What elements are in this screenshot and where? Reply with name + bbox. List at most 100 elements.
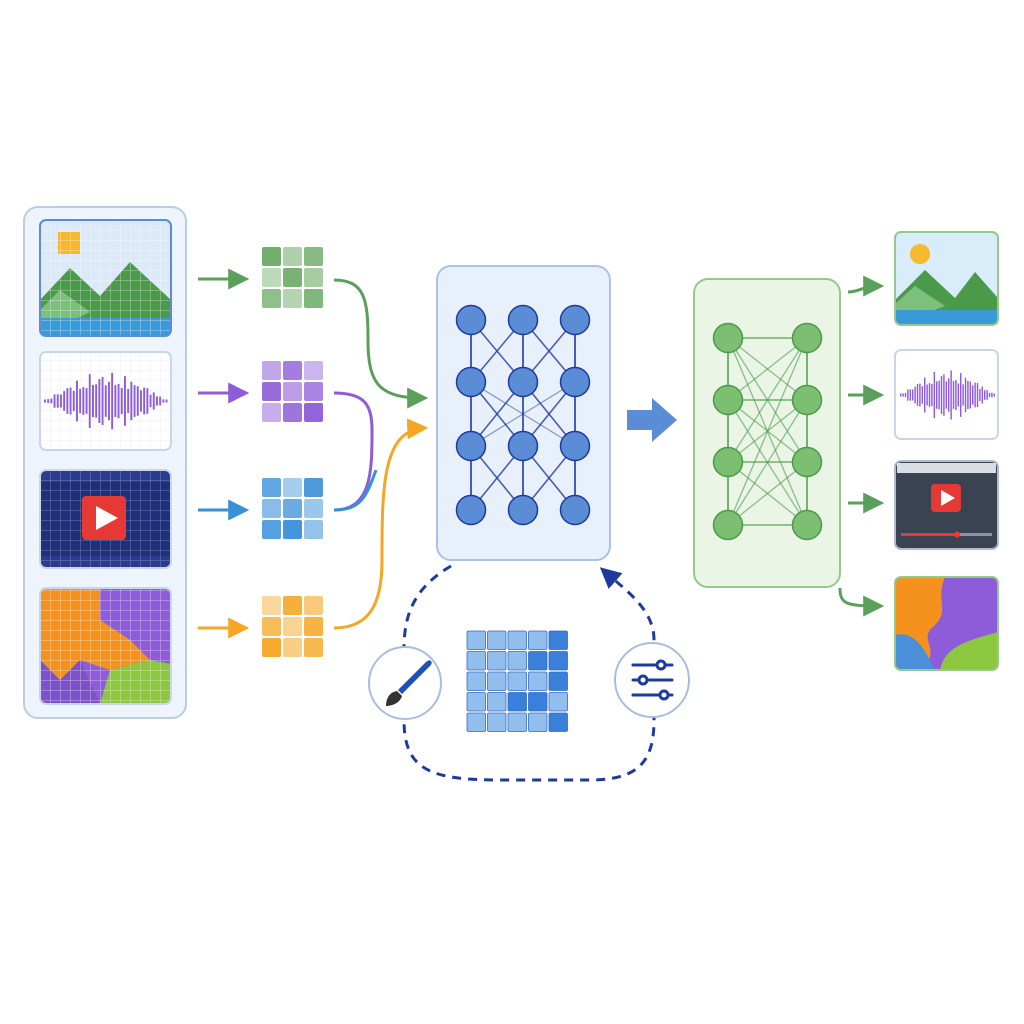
decoder-network	[712, 322, 823, 541]
token-cell	[262, 596, 281, 615]
token-cell	[283, 617, 302, 636]
waveform-bar	[967, 380, 969, 410]
token-cell	[304, 499, 323, 518]
segmentation-map-icon	[39, 587, 172, 705]
token-cell	[304, 382, 323, 401]
decoder-node	[791, 446, 823, 478]
latent-cell	[466, 630, 486, 650]
waveform-bar	[904, 392, 907, 398]
encoder-node	[455, 304, 487, 336]
video-play-icon	[941, 490, 955, 506]
decoder-node	[712, 509, 744, 541]
latent-cell	[507, 712, 527, 732]
decoder-node	[712, 446, 744, 478]
waveform-bar	[972, 385, 974, 405]
encoder-node	[507, 366, 539, 398]
waveform-bar	[964, 377, 967, 413]
latent-cell	[487, 630, 507, 650]
latent-cell	[548, 692, 568, 712]
token-cell	[262, 617, 281, 636]
decoder-edge	[727, 461, 808, 526]
latent-cell	[466, 692, 486, 712]
encoder-node	[507, 430, 539, 462]
waveform-bar	[960, 373, 962, 417]
encoder-node	[507, 494, 539, 526]
decoder-node	[712, 384, 744, 416]
sliders-button[interactable]	[614, 642, 690, 718]
connector-image-tokens	[333, 278, 429, 409]
waveform-bar	[952, 381, 955, 409]
encoder-network	[455, 304, 591, 526]
token-cell	[283, 638, 302, 657]
encoder-node	[455, 366, 487, 398]
token-cell	[262, 247, 281, 266]
latent-cell	[548, 651, 568, 671]
waveform-bar	[993, 393, 996, 397]
token-cell	[283, 247, 302, 266]
token-cell	[304, 617, 323, 636]
sun-icon	[910, 244, 930, 264]
waveform-bar	[914, 386, 916, 404]
encoder-node	[559, 494, 591, 526]
waveform-bar	[957, 383, 960, 407]
latent-cell	[548, 630, 568, 650]
landscape-image-icon	[894, 231, 999, 326]
waveform-bar	[945, 381, 948, 409]
waveform-bar	[907, 389, 909, 401]
waveform-bar	[909, 389, 912, 401]
token-cell	[262, 638, 281, 657]
output-segmentation-tile	[894, 576, 999, 671]
token-grids	[262, 247, 323, 657]
output-audio-tile	[894, 349, 999, 440]
encoder-node	[559, 304, 591, 336]
latent-cell	[466, 651, 486, 671]
waveform-bar	[988, 392, 991, 398]
token-cell	[304, 520, 323, 539]
token-cell	[304, 361, 323, 380]
paintbrush-button[interactable]	[368, 646, 442, 720]
token-cell	[262, 289, 281, 308]
input-audio-tile	[39, 351, 172, 451]
waveform-bar	[912, 389, 914, 401]
waveform-bar	[924, 377, 926, 413]
token-grid-image	[262, 247, 323, 308]
waveform-bar	[921, 386, 924, 404]
token-cell	[262, 361, 281, 380]
waveform-bar	[933, 371, 936, 419]
token-cell	[283, 361, 302, 380]
connector-video-tokens	[333, 469, 378, 512]
waveform-bar	[902, 393, 904, 397]
latent-cell	[487, 651, 507, 671]
encoder-node	[455, 430, 487, 462]
waveform-bar	[936, 381, 938, 409]
latent-cell	[487, 712, 507, 732]
token-cell	[283, 520, 302, 539]
token-cell	[304, 268, 323, 287]
token-grid-audio	[262, 361, 323, 422]
latent-grid-icon	[466, 630, 568, 732]
waveform-bar	[943, 374, 945, 416]
decoder-node	[712, 322, 744, 354]
landscape-image-icon	[39, 219, 172, 337]
token-cell	[304, 289, 323, 308]
latent-cell	[548, 712, 568, 732]
audio-waveform-icon	[900, 370, 996, 420]
waveform-bar	[976, 383, 979, 407]
token-cell	[262, 382, 281, 401]
waveform-bar	[969, 381, 972, 409]
input-image-tile	[39, 219, 172, 337]
encoder-edge	[470, 381, 576, 447]
latent-cell	[507, 651, 527, 671]
waveform-bar	[919, 383, 921, 407]
latent-cell	[466, 671, 486, 691]
token-cell	[283, 268, 302, 287]
token-cell	[262, 268, 281, 287]
token-cell	[283, 478, 302, 497]
decoder-edge	[727, 337, 808, 463]
waveform-bar	[986, 390, 988, 400]
token-cell	[304, 403, 323, 422]
encoder-to-decoder-arrow	[627, 398, 677, 442]
waveform-bar	[931, 384, 933, 406]
connector-segmentation-tokens	[333, 418, 429, 630]
